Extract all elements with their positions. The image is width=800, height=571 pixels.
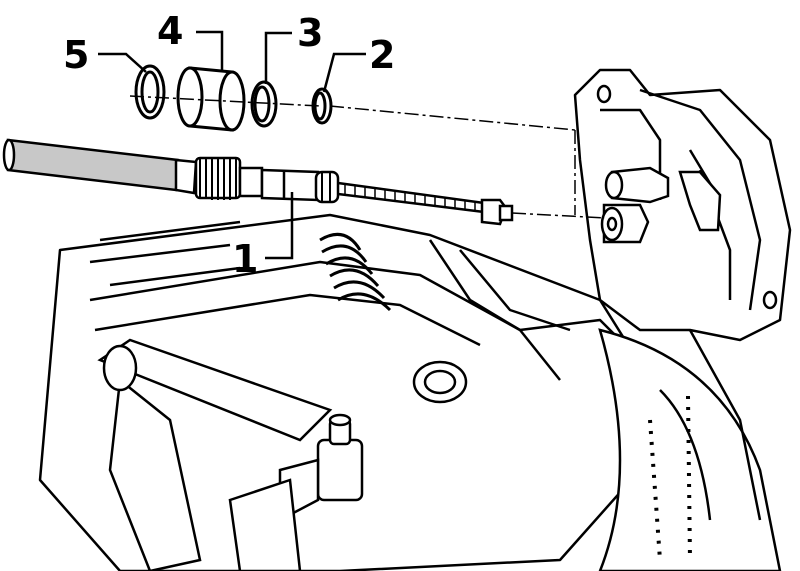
part-5-ring <box>134 64 166 120</box>
tool-handle <box>2 138 198 195</box>
brake-caliper <box>573 68 792 521</box>
part-3-ring <box>250 80 278 128</box>
caliper-guide-pin-upper <box>604 166 722 232</box>
callout-3: 3 <box>297 11 324 55</box>
mount-hole <box>412 360 468 404</box>
callout-1: 1 <box>232 237 259 281</box>
callout-2: 2 <box>369 33 396 77</box>
spring-coil <box>319 232 392 312</box>
lower-link <box>97 338 333 571</box>
part-1-sleeve <box>238 166 340 204</box>
threaded-rod <box>337 181 485 214</box>
callout-4: 4 <box>157 9 184 53</box>
callout-leaders <box>98 30 366 260</box>
lower-bolt <box>228 413 364 571</box>
threaded-spindle <box>194 156 242 200</box>
alignment-line <box>129 95 606 219</box>
brake-disc <box>598 328 782 571</box>
caliper-guide-pin-lower <box>600 203 650 244</box>
callout-5: 5 <box>63 33 90 77</box>
rod-end-nut <box>480 198 514 226</box>
